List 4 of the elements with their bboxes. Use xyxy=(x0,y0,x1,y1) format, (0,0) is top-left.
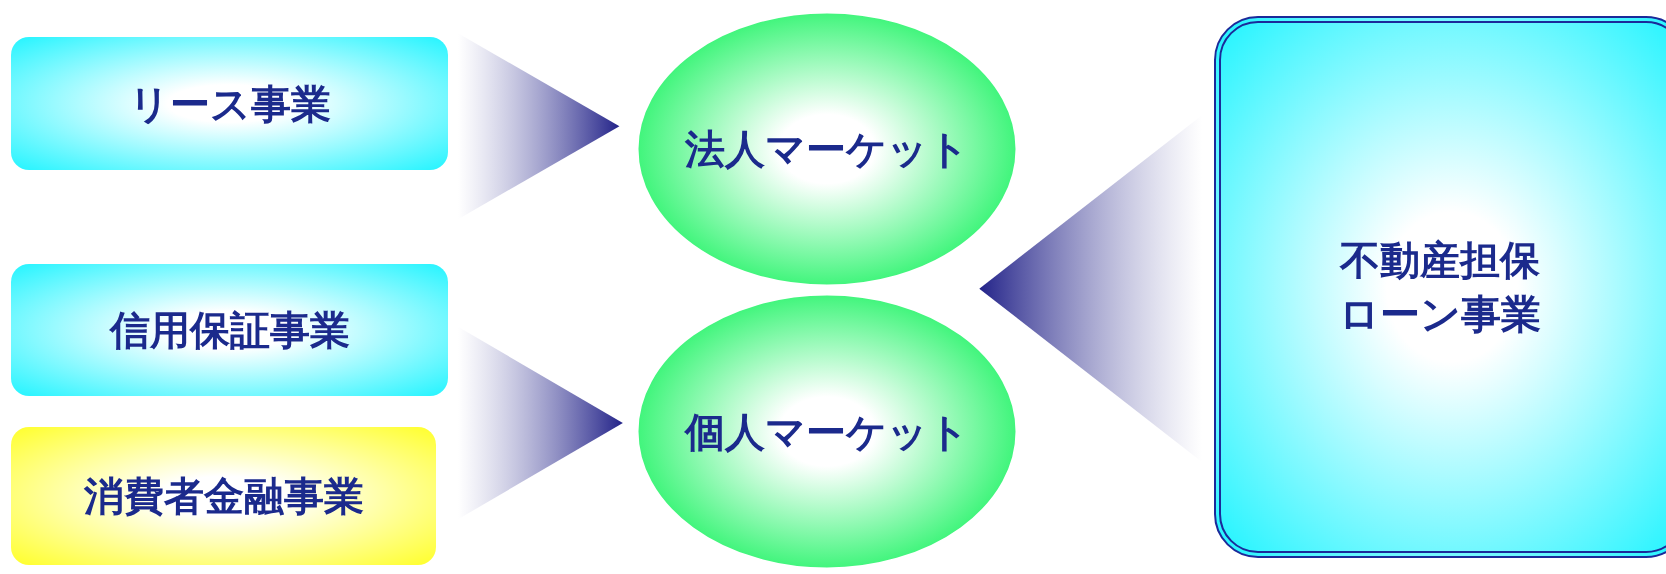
business-box: リース事業 xyxy=(11,37,448,170)
business-box: 信用保証事業 xyxy=(11,264,448,396)
business-box: 消費者金融事業 xyxy=(11,427,436,565)
business-box: 不動産担保ローン事業 xyxy=(1214,16,1666,558)
